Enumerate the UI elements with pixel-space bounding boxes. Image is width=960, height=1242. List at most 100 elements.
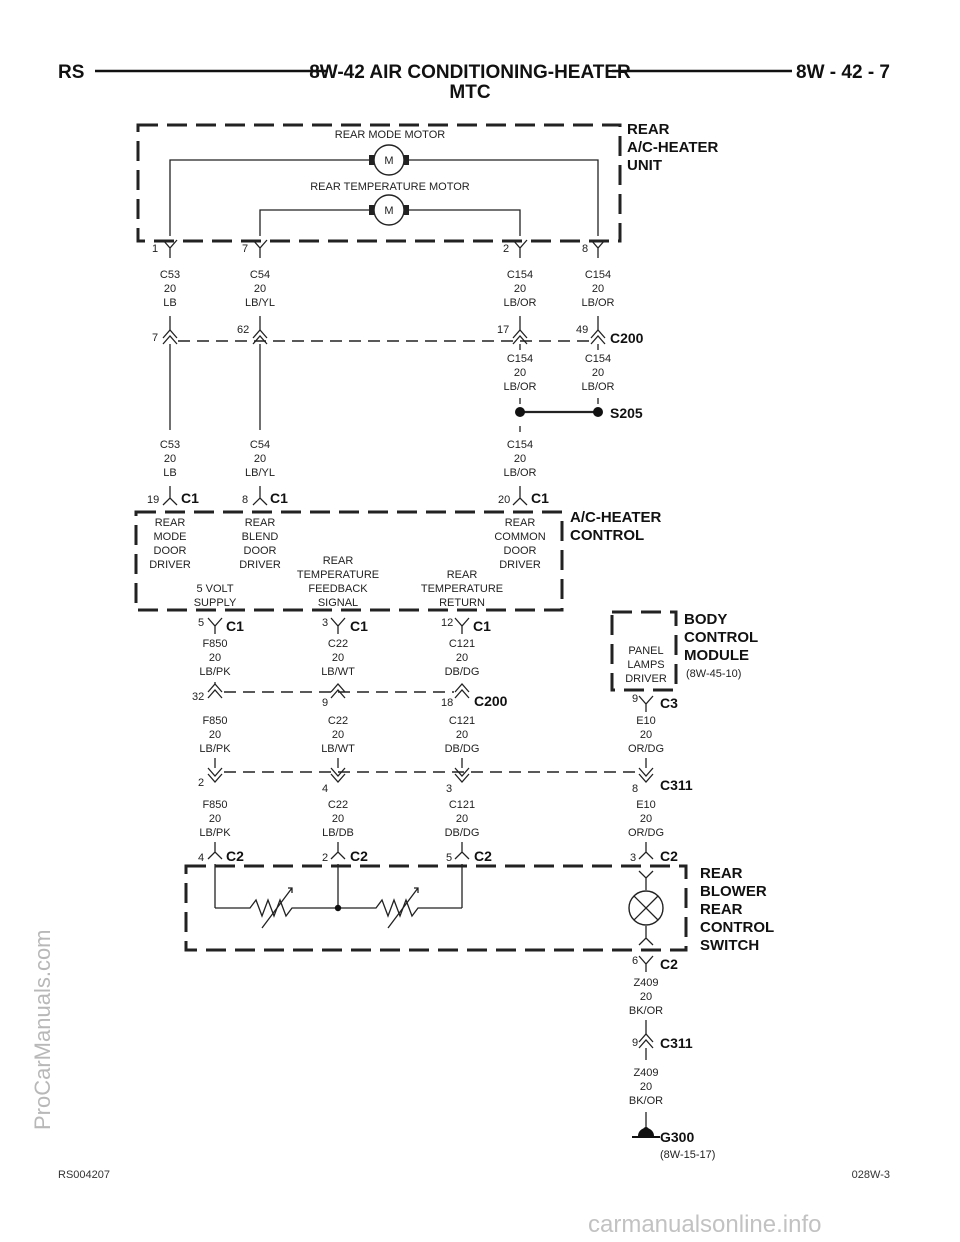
c2-lower-connector: 6 C2	[632, 955, 678, 972]
svg-text:20: 20	[498, 494, 510, 506]
svg-text:LB/WT: LB/WT	[321, 666, 355, 678]
svg-text:REAR: REAR	[700, 901, 743, 918]
svg-text:20: 20	[592, 367, 604, 379]
svg-text:C2: C2	[350, 848, 368, 864]
svg-text:5 VOLT: 5 VOLT	[196, 583, 233, 595]
svg-text:8: 8	[582, 243, 588, 255]
svg-text:C53: C53	[160, 439, 180, 451]
svg-text:SIGNAL: SIGNAL	[318, 597, 358, 609]
svg-text:20: 20	[332, 652, 344, 664]
svg-text:8: 8	[242, 494, 248, 506]
svg-text:C1: C1	[531, 490, 549, 506]
svg-text:F850: F850	[202, 638, 227, 650]
svg-text:CONTROL: CONTROL	[700, 919, 774, 936]
page-header: RS 8W-42 AIR CONDITIONING-HEATER MTC 8W …	[58, 62, 890, 103]
c1-bottom-connector: 5 C1 3 C1 12 C1	[198, 617, 491, 634]
svg-text:DRIVER: DRIVER	[239, 559, 281, 571]
svg-text:1: 1	[152, 243, 158, 255]
svg-text:LB/DB: LB/DB	[322, 827, 354, 839]
svg-text:7: 7	[152, 332, 158, 344]
c311-row-connector: 2 4 3 8 C311	[198, 758, 693, 795]
svg-text:C121: C121	[449, 715, 475, 727]
svg-text:BK/OR: BK/OR	[629, 1095, 663, 1107]
svg-text:4: 4	[322, 783, 328, 795]
svg-text:20: 20	[164, 453, 176, 465]
svg-text:8: 8	[632, 783, 638, 795]
wire-labels-c1-bottom: F850 20 LB/PK C22 20 LB/WT C121 20 DB/DG	[199, 638, 479, 678]
svg-text:LB/YL: LB/YL	[245, 467, 275, 479]
unit-label-3: UNIT	[627, 157, 662, 174]
svg-text:MODULE: MODULE	[684, 647, 749, 664]
svg-text:20: 20	[254, 453, 266, 465]
svg-text:C1: C1	[350, 618, 368, 634]
svg-text:CONTROL: CONTROL	[684, 629, 758, 646]
svg-text:LB: LB	[163, 467, 176, 479]
svg-text:C154: C154	[585, 269, 611, 281]
svg-text:LB/OR: LB/OR	[503, 297, 536, 309]
svg-text:A/C-HEATER: A/C-HEATER	[570, 509, 662, 526]
svg-text:7: 7	[242, 243, 248, 255]
svg-text:F850: F850	[202, 715, 227, 727]
wire-labels-c1: C53 20 LB C54 20 LB/YL C154 20 LB/OR	[160, 439, 537, 479]
svg-text:TEMPERATURE: TEMPERATURE	[297, 569, 379, 581]
svg-text:4: 4	[198, 852, 204, 864]
svg-text:20: 20	[209, 729, 221, 741]
svg-text:20: 20	[640, 1081, 652, 1093]
svg-text:Z409: Z409	[633, 1067, 658, 1079]
svg-text:LB/PK: LB/PK	[199, 743, 231, 755]
svg-text:LB/OR: LB/OR	[503, 381, 536, 393]
svg-text:20: 20	[254, 283, 266, 295]
rear-temp-motor-icon	[373, 194, 405, 226]
svg-text:C2: C2	[474, 848, 492, 864]
svg-text:DB/DG: DB/DG	[445, 743, 480, 755]
svg-text:2: 2	[322, 852, 328, 864]
svg-text:C1: C1	[270, 490, 288, 506]
svg-text:LB/OR: LB/OR	[581, 381, 614, 393]
header-title: 8W-42 AIR CONDITIONING-HEATER	[309, 62, 631, 83]
svg-text:20: 20	[640, 991, 652, 1003]
svg-text:20: 20	[209, 652, 221, 664]
svg-text:LB: LB	[163, 297, 176, 309]
c200-top-label: C200	[610, 330, 644, 346]
svg-text:F850: F850	[202, 799, 227, 811]
rear-ac-heater-unit: REAR A/C-HEATER UNIT REAR MODE MOTOR REA…	[136, 121, 719, 243]
svg-text:20: 20	[332, 813, 344, 825]
svg-text:C1: C1	[181, 490, 199, 506]
svg-text:C154: C154	[507, 439, 533, 451]
rear-mode-motor-icon	[373, 144, 405, 176]
svg-text:C121: C121	[449, 799, 475, 811]
svg-text:SWITCH: SWITCH	[700, 937, 759, 954]
header-page-number: 8W - 42 - 7	[796, 62, 890, 83]
footer-right: 028W-3	[852, 1169, 890, 1181]
svg-text:REAR: REAR	[245, 517, 276, 529]
svg-text:M: M	[384, 155, 393, 167]
svg-text:E10: E10	[636, 799, 656, 811]
svg-text:20: 20	[209, 813, 221, 825]
svg-text:C200: C200	[474, 693, 508, 709]
svg-text:C54: C54	[250, 269, 270, 281]
svg-text:C2: C2	[660, 848, 678, 864]
svg-text:C2: C2	[226, 848, 244, 864]
s205-splice: S205	[515, 405, 643, 421]
svg-text:5: 5	[446, 852, 452, 864]
svg-text:C154: C154	[585, 353, 611, 365]
wire-labels-c200: C154 20 LB/OR C154 20 LB/OR	[503, 353, 614, 393]
svg-text:S205: S205	[610, 405, 643, 421]
svg-text:C1: C1	[473, 618, 491, 634]
svg-text:20: 20	[164, 283, 176, 295]
svg-text:2: 2	[198, 777, 204, 789]
svg-text:G300: G300	[660, 1129, 694, 1145]
svg-text:18: 18	[441, 697, 453, 709]
svg-text:RETURN: RETURN	[439, 597, 485, 609]
svg-text:9: 9	[632, 693, 638, 705]
bottom-watermark: carmanualsonline.info	[588, 1211, 821, 1238]
unit-label-2: A/C-HEATER	[627, 139, 719, 156]
svg-text:3: 3	[322, 617, 328, 629]
svg-text:C154: C154	[507, 353, 533, 365]
svg-text:BLOWER: BLOWER	[700, 883, 767, 900]
ac-heater-control: A/C-HEATER CONTROL REAR MODE DOOR DRIVER…	[134, 509, 662, 612]
svg-text:LB/OR: LB/OR	[503, 467, 536, 479]
svg-text:C1: C1	[226, 618, 244, 634]
svg-text:(8W-45-10): (8W-45-10)	[686, 668, 741, 680]
